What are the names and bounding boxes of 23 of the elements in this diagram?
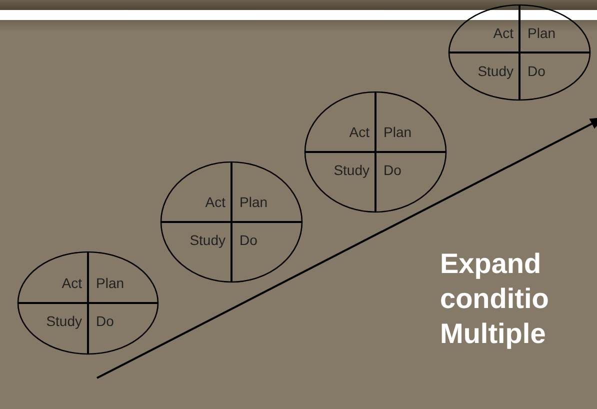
note-text: Multiple [440,318,546,350]
pdsa-cycle-circle [305,92,446,212]
quadrant-label: Act [205,194,226,210]
quadrant-label: Act [493,24,514,40]
quadrant-label: Study [190,232,226,248]
quadrant-label: Study [46,313,82,329]
quadrant-label: Plan [384,124,412,140]
quadrant-label: Act [62,275,82,291]
pdsa-cycle-circle [18,252,158,354]
quadrant-label: Do [240,232,258,248]
quadrant-label: Act [349,124,370,140]
quadrant-label: Study [478,62,514,78]
quadrant-label: Plan [240,194,268,210]
quadrant-label: Plan [528,24,556,40]
quadrant-label: Plan [96,275,124,291]
quadrant-label: Do [96,313,114,329]
quadrant-label: Do [384,162,402,178]
note-text: conditio [440,283,549,315]
pdsa-cycle-circle [161,162,302,282]
pdsa-cycle-circle [449,5,590,100]
note-text: Expand [440,248,542,280]
quadrant-label: Do [528,62,546,78]
quadrant-label: Study [334,162,370,178]
